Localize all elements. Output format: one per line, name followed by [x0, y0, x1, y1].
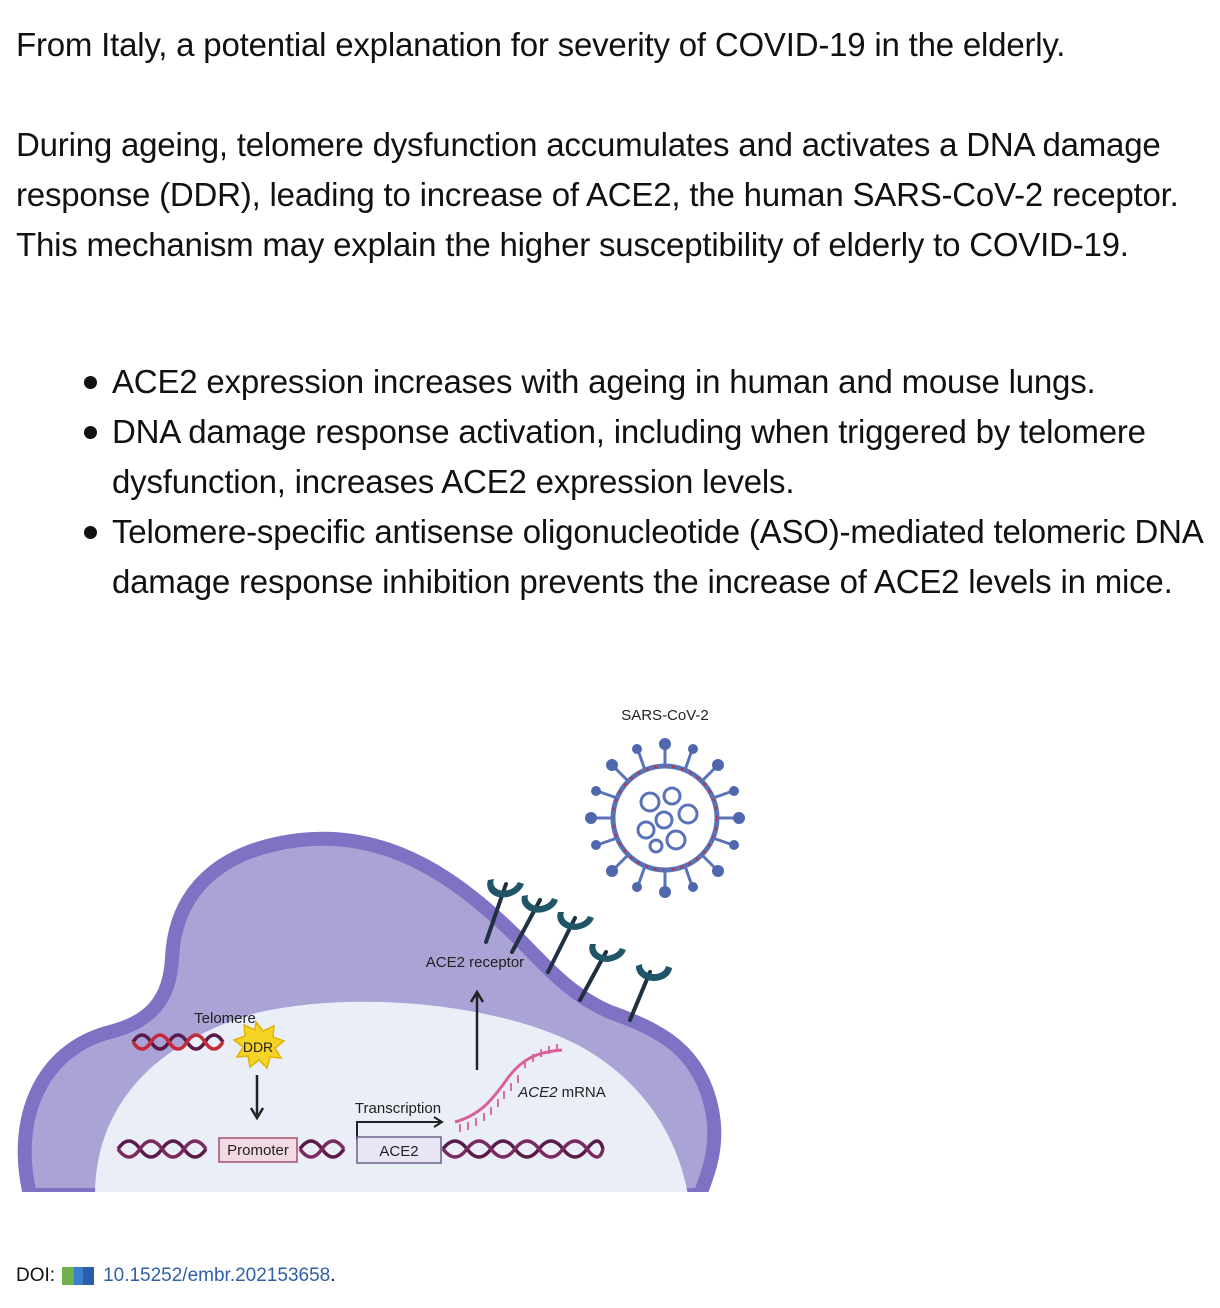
list-item-text: ACE2 expression increases with ageing in…: [112, 363, 1096, 400]
ddr-burst-icon: [232, 1020, 286, 1070]
document-icon: [62, 1267, 95, 1285]
bullet-icon: [84, 376, 97, 389]
list-item-text: Telomere-specific antisense oligonucleot…: [112, 513, 1202, 600]
ace2-mechanism-figure: SARS-CoV-2 Telomere DDR ACE2 receptor AC…: [17, 707, 745, 1192]
bullet-icon: [84, 526, 97, 539]
doi-trailing-period: .: [330, 1265, 336, 1286]
receptor-heads: [487, 879, 672, 982]
list-item: ACE2 expression increases with ageing in…: [16, 357, 1216, 407]
telomere-dna-icon: [131, 1033, 225, 1051]
telomere-label: Telomere: [194, 1010, 256, 1027]
list-item: Telomere-specific antisense oligonucleot…: [16, 507, 1216, 607]
doi-label: DOI:: [16, 1265, 56, 1286]
doi-link[interactable]: 10.15252/embr.202153658: [103, 1265, 331, 1286]
list-item: DNA damage response activation, includin…: [16, 407, 1216, 507]
sars-cov-2-virus: [585, 738, 745, 898]
mrna-label-gene: ACE2: [517, 1084, 558, 1101]
list-item-text: DNA damage response activation, includin…: [112, 413, 1146, 500]
bullet-icon: [84, 426, 97, 439]
post-intro: From Italy, a potential explanation for …: [16, 26, 1066, 63]
transcription-label: Transcription: [355, 1100, 441, 1117]
mrna-label: ACE2 mRNA: [517, 1084, 606, 1101]
promoter-label: Promoter: [227, 1142, 289, 1159]
virus-label: SARS-CoV-2: [621, 707, 709, 724]
mrna-strand-icon: [454, 1044, 563, 1132]
doi-line: DOI: 10.15252/embr.202153658 .: [16, 1262, 336, 1290]
arrow-down-icon: [249, 1075, 265, 1121]
mrna-label-suffix: mRNA: [557, 1084, 605, 1101]
ace2-gene-box: [356, 1136, 442, 1164]
transcription-arrow-icon: [356, 1116, 444, 1140]
promoter-box: [218, 1137, 298, 1163]
receptor-label: ACE2 receptor: [426, 954, 524, 971]
genomic-dna-strand: [116, 1139, 605, 1159]
arrow-up-icon: [469, 989, 485, 1070]
ace2-gene-label: ACE2: [379, 1143, 418, 1160]
post-summary: During ageing, telomere dysfunction accu…: [16, 126, 1179, 263]
key-findings-list: ACE2 expression increases with ageing in…: [16, 357, 1216, 607]
ddr-label: DDR: [243, 1039, 273, 1055]
